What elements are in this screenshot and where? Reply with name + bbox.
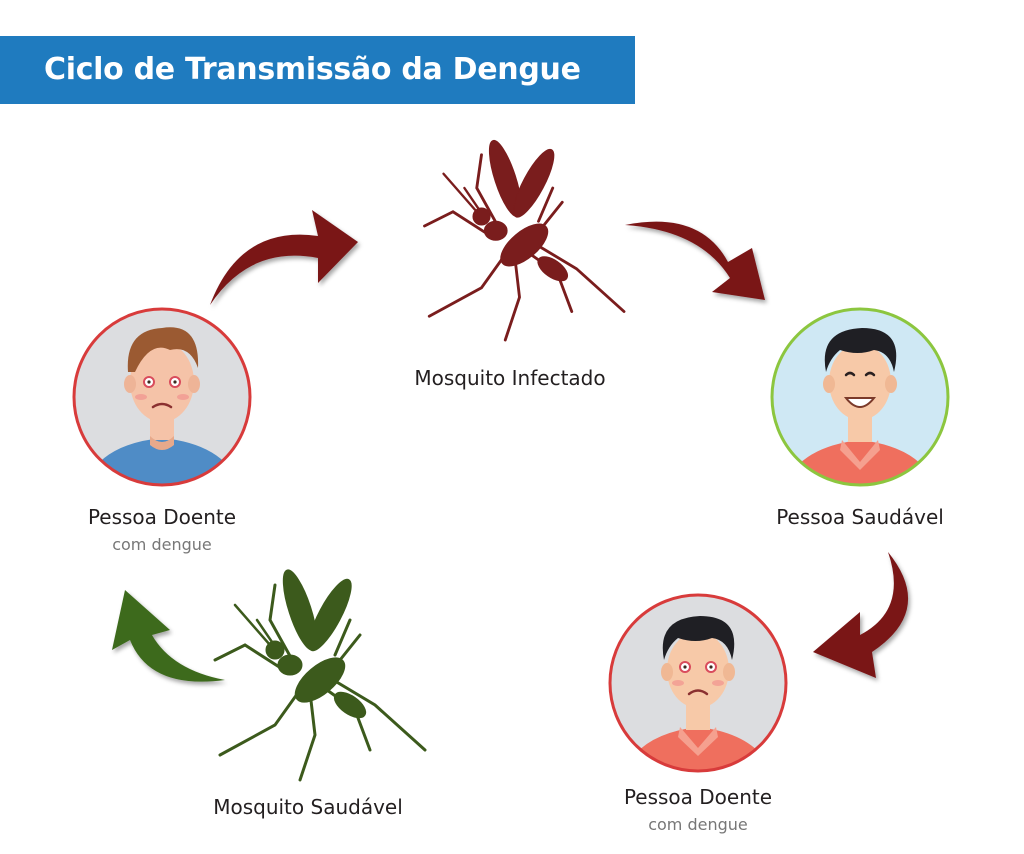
arrow-to-sick-person-left	[112, 590, 225, 682]
sick-person-left-avatar	[72, 307, 252, 487]
infected-mosquito-label: Mosquito Infectado	[414, 366, 606, 390]
sick-person-left-sublabel: com dengue	[112, 535, 212, 554]
healthy-mosquito-icon	[213, 565, 427, 782]
arrow-to-infected-mosquito	[210, 210, 358, 305]
infected-mosquito-icon	[423, 135, 626, 342]
title-banner	[0, 36, 635, 104]
healthy-person-label: Pessoa Saudável	[776, 505, 944, 529]
healthy-person-avatar	[770, 307, 950, 487]
sick-person-left-label: Pessoa Doente	[87, 505, 237, 529]
arrow-to-healthy-person	[625, 221, 765, 300]
sick-person-right-label: Pessoa Doente	[623, 785, 773, 809]
sick-person-right-sublabel: com dengue	[648, 815, 748, 834]
arrow-to-sick-person-right	[813, 552, 909, 678]
sick-person-right-avatar	[608, 593, 788, 773]
healthy-mosquito-label: Mosquito Saudável	[213, 795, 403, 819]
diagram-title: Ciclo de Transmissão da Dengue	[44, 52, 581, 87]
